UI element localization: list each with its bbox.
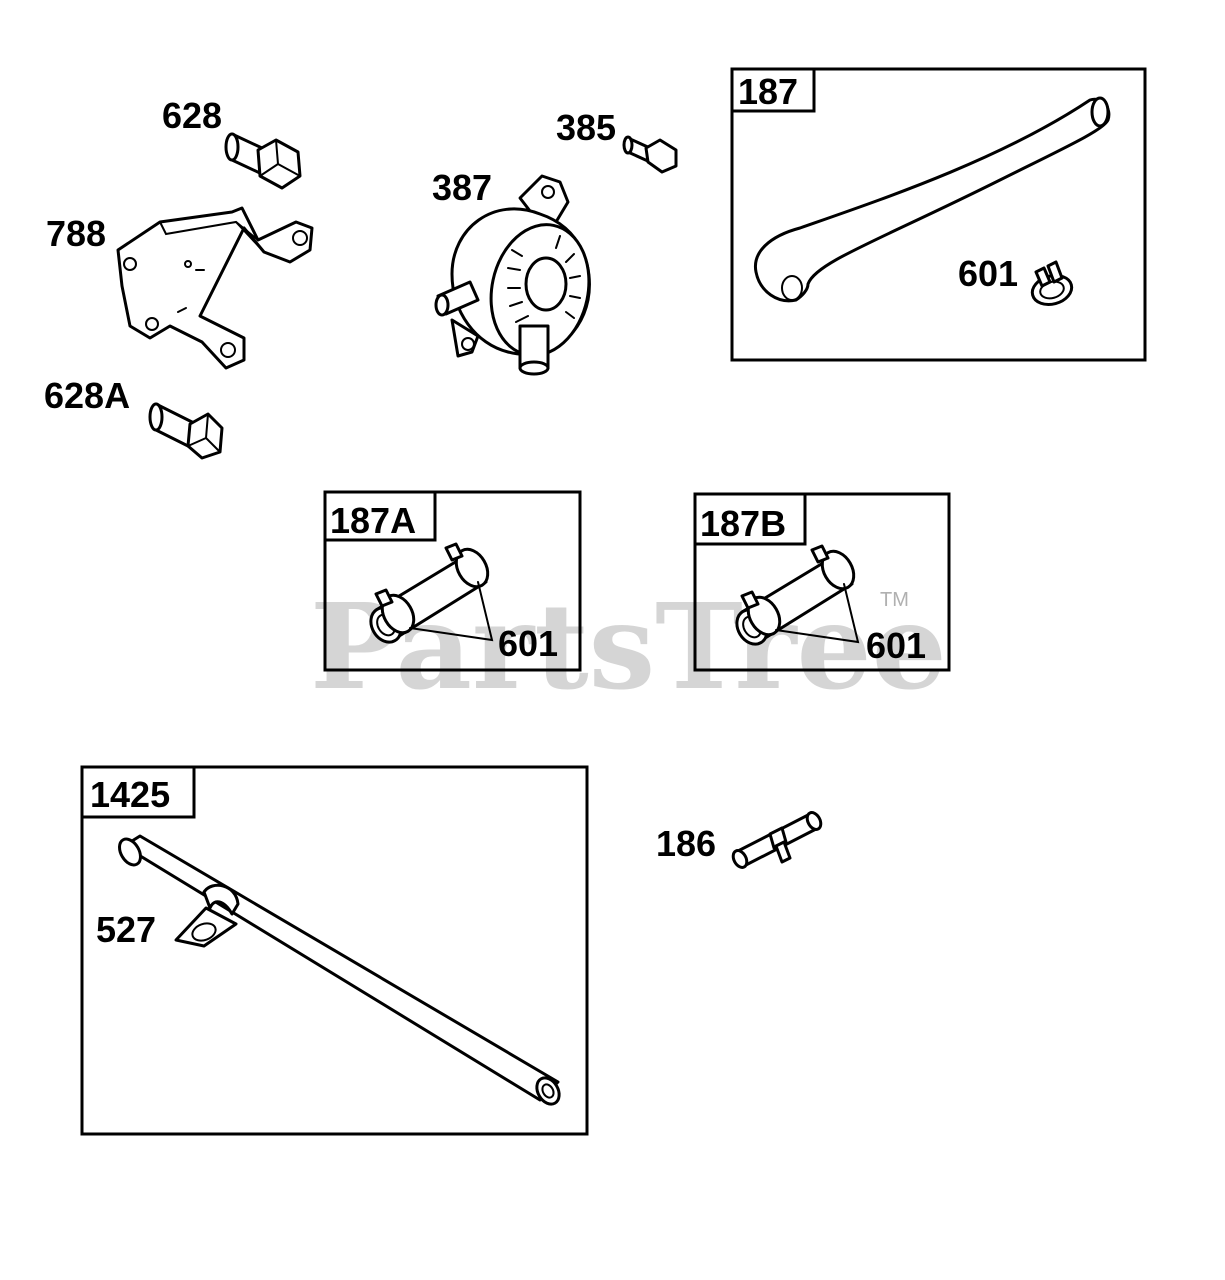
box-label-187A: 187A bbox=[330, 500, 416, 541]
box-label-187: 187 bbox=[738, 71, 798, 112]
part-628A-bolt[interactable] bbox=[148, 402, 224, 460]
part-385-screw[interactable] bbox=[622, 135, 678, 174]
watermark-trademark: TM bbox=[880, 589, 909, 611]
label-628: 628 bbox=[162, 95, 222, 136]
part-788-bracket[interactable] bbox=[116, 206, 314, 370]
label-385: 385 bbox=[556, 107, 616, 148]
box-1425: 1425 527 bbox=[80, 765, 589, 1136]
box-label-187B: 187B bbox=[700, 503, 786, 544]
label-387: 387 bbox=[432, 167, 492, 208]
part-187-fuel-line[interactable] bbox=[753, 96, 1111, 303]
part-187A-fuel-line[interactable] bbox=[365, 542, 494, 648]
box-187A: 187A 601 bbox=[323, 490, 582, 672]
part-187B-fuel-line[interactable] bbox=[731, 544, 860, 650]
box-187: 187 601 bbox=[730, 67, 1147, 362]
leader-601-box-187B bbox=[775, 583, 860, 644]
part-387-fuel-pump[interactable] bbox=[434, 174, 601, 376]
label-527: 527 bbox=[96, 909, 156, 950]
part-1425-fuel-line[interactable] bbox=[115, 834, 563, 1108]
part-601-clamp[interactable] bbox=[1029, 260, 1075, 309]
label-601-box-187: 601 bbox=[958, 253, 1018, 294]
part-527-clip[interactable] bbox=[174, 883, 240, 948]
label-628A: 628A bbox=[44, 375, 130, 416]
box-label-1425: 1425 bbox=[90, 774, 170, 815]
part-628-bolt[interactable] bbox=[224, 132, 302, 190]
leader-601-box-187A bbox=[409, 581, 494, 642]
label-186: 186 bbox=[656, 823, 716, 864]
part-186-fitting[interactable] bbox=[730, 810, 823, 870]
label-601-box-187A: 601 bbox=[498, 623, 558, 664]
label-788: 788 bbox=[46, 213, 106, 254]
box-187B: 187B 601 bbox=[693, 492, 951, 672]
label-601-box-187B: 601 bbox=[866, 625, 926, 666]
